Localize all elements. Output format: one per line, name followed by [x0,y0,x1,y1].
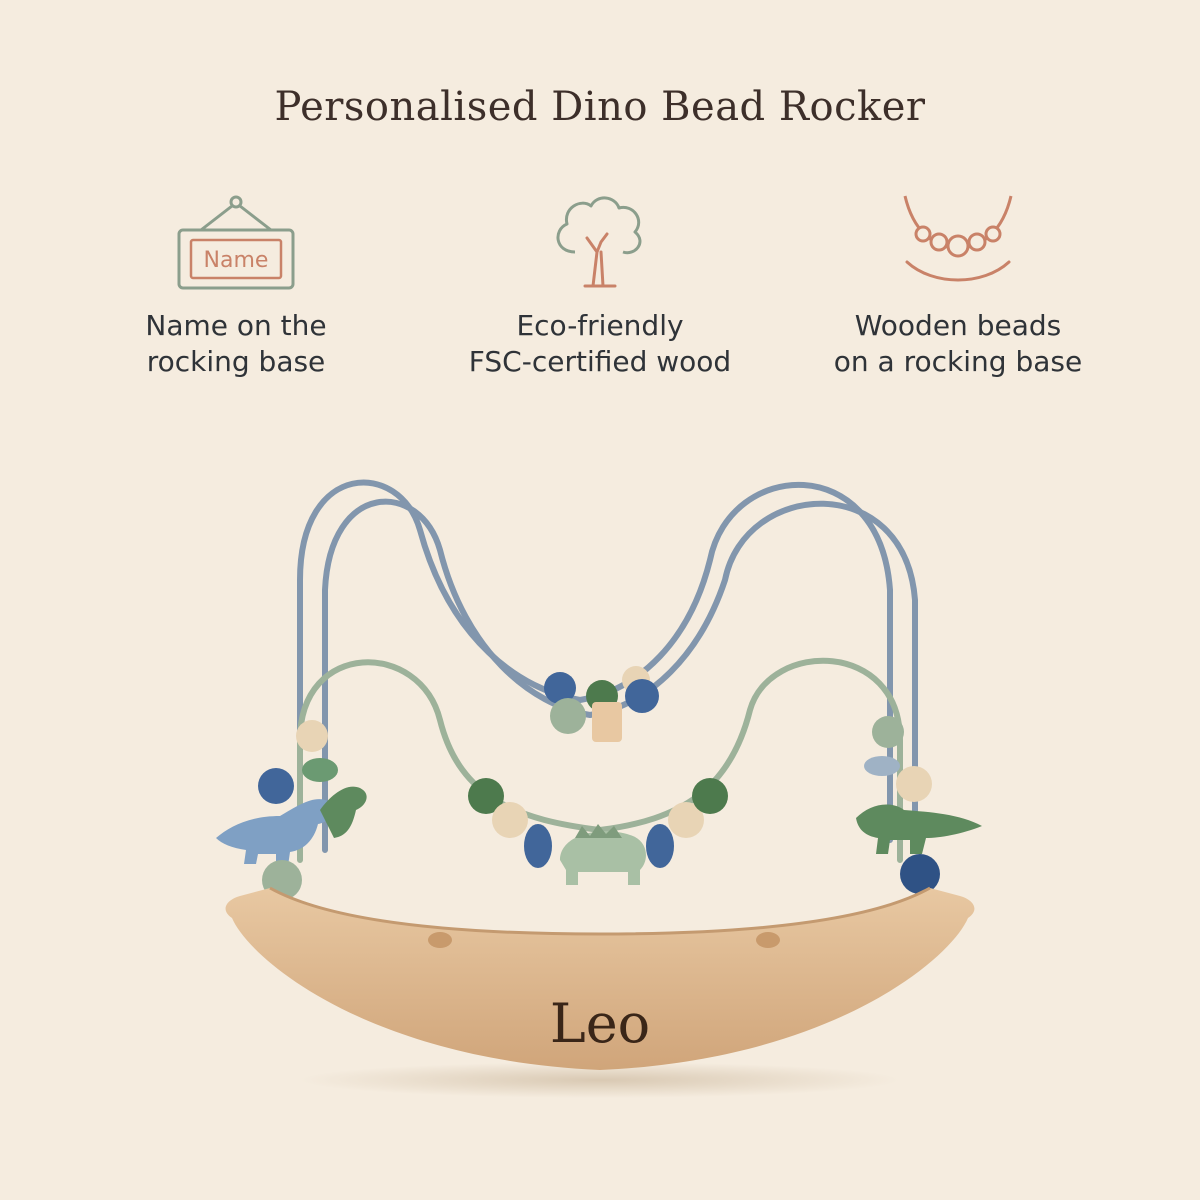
blue-wires [297,479,918,853]
bead-necklace-icon [903,195,1013,282]
engraved-name: Leo [550,992,650,1055]
sign-text: Name [204,248,269,273]
feature-wooden-beads: Wooden beads on a rocking base [788,190,1128,380]
product-image: Leo [0,440,1200,1140]
middle-beads [468,778,728,885]
feature-eco-friendly: Eco-friendly FSC-certified wood [430,190,770,380]
floor-shadow [300,1062,900,1098]
feature-name-on-base: Name Name on the rocking base [66,190,406,380]
dino-bead-rocker-illustration: Leo [216,479,982,1098]
name-sign-icon: Name [177,195,295,290]
right-column-beads [856,716,982,894]
tree-icon [556,196,642,288]
center-top-beads [544,666,659,742]
feature-caption: Name on the rocking base [145,309,327,378]
feature-caption: Eco-friendly FSC-certified wood [468,309,732,378]
feature-caption: Wooden beads on a rocking base [833,309,1083,378]
left-column-beads [216,720,367,900]
page-title: Personalised Dino Bead Rocker [274,84,926,130]
wooden-rocking-base: Leo [225,886,975,1070]
